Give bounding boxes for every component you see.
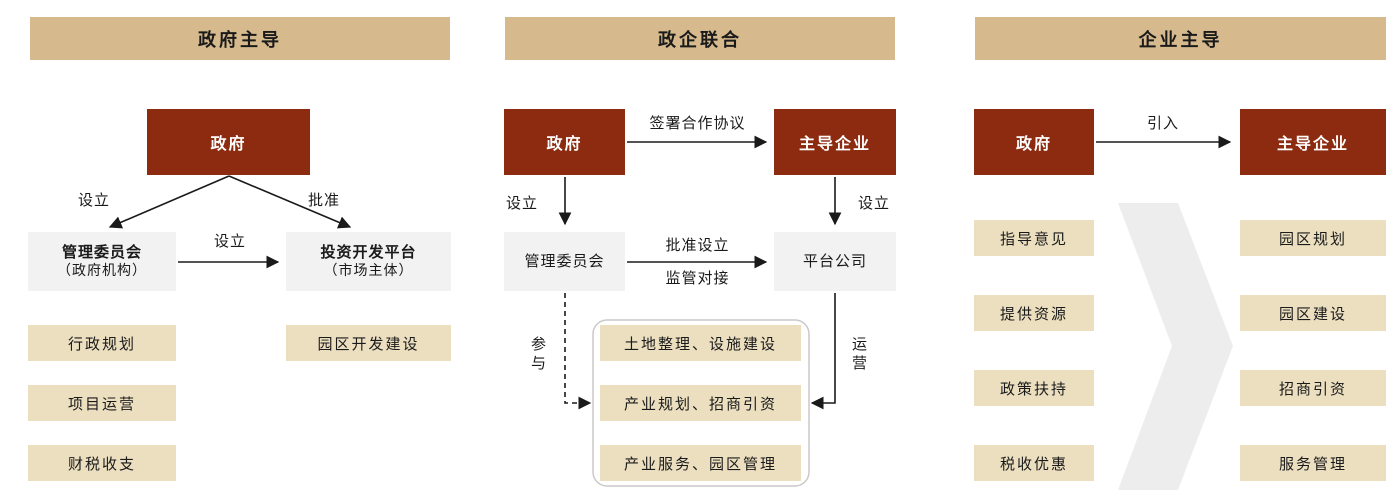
panel3-gov-item: 提供资源 bbox=[974, 295, 1094, 331]
panel2-committee-label: 管理委员会 bbox=[524, 252, 605, 271]
panel1-committee-item: 项目运营 bbox=[28, 385, 176, 421]
panel1-committee-subtitle: （政府机构） bbox=[57, 263, 147, 280]
arrow-p2-operate bbox=[810, 293, 836, 410]
panel3-gov-label: 政府 bbox=[1015, 134, 1052, 153]
panel2-supervise-label: 监管对接 bbox=[665, 269, 730, 287]
panel2-platform-label: 平台公司 bbox=[802, 252, 867, 271]
panel2-task-item: 土地整理、设施建设 bbox=[600, 325, 801, 361]
panel1-title: 政府主导 bbox=[198, 29, 282, 51]
panel1-approve-label: 批准 bbox=[307, 191, 340, 209]
panel2-agreement-label: 签署合作协议 bbox=[649, 114, 746, 132]
panel2-task-item: 产业服务、园区管理 bbox=[600, 445, 801, 481]
panel1-platform-title: 投资开发平台 bbox=[320, 242, 417, 261]
panel1-platform-subtitle: （市场主体） bbox=[323, 263, 414, 280]
panel3-header: 企业主导 bbox=[975, 17, 1386, 60]
panel1-establish-mid-label: 设立 bbox=[213, 232, 246, 250]
panel2-approve-label: 批准设立 bbox=[665, 236, 730, 254]
panel2-operate-label: 运营 bbox=[850, 336, 868, 374]
panel1-committee-title: 管理委员会 bbox=[61, 242, 142, 261]
panel2-gov-box: 政府 bbox=[504, 109, 625, 175]
panel3-enterprise-item: 招商引资 bbox=[1240, 370, 1386, 406]
panel2-enterprise-box: 主导企业 bbox=[774, 109, 896, 175]
panel1-header: 政府主导 bbox=[30, 17, 450, 60]
panel3-gov-box: 政府 bbox=[974, 109, 1094, 175]
panel2-enterprise-label: 主导企业 bbox=[798, 134, 871, 153]
panel3-title: 企业主导 bbox=[1138, 29, 1223, 51]
panel2-gov-label: 政府 bbox=[546, 134, 583, 153]
panel2-title: 政企联合 bbox=[658, 29, 742, 51]
panel3-enterprise-item: 服务管理 bbox=[1240, 445, 1386, 481]
panel1-gov-label: 政府 bbox=[210, 134, 247, 153]
panel3-enterprise-item: 园区建设 bbox=[1240, 295, 1386, 331]
panel1-establish-left-label: 设立 bbox=[77, 191, 110, 209]
arrow-p2-participate-dashed bbox=[564, 293, 592, 410]
panel1-platform-item: 园区开发建设 bbox=[286, 325, 451, 361]
panel1-committee-item: 行政规划 bbox=[28, 325, 176, 361]
panel1-committee-box: 管理委员会 （政府机构） bbox=[28, 232, 176, 291]
panel2-committee-box: 管理委员会 bbox=[504, 232, 625, 291]
panel3-gov-item: 指导意见 bbox=[974, 220, 1094, 256]
panel3-gov-item: 政策扶持 bbox=[974, 370, 1094, 406]
panel3-enterprise-box: 主导企业 bbox=[1240, 109, 1386, 175]
panel3-introduce-label: 引入 bbox=[1146, 114, 1179, 132]
panel1-gov-box: 政府 bbox=[147, 109, 310, 175]
panel2-participate-label: 参与 bbox=[529, 336, 547, 374]
panel1-committee-item: 财税收支 bbox=[28, 445, 176, 481]
panel3-enterprise-label: 主导企业 bbox=[1276, 134, 1349, 153]
panel2-task-item: 产业规划、招商引资 bbox=[600, 385, 801, 421]
panel3-gov-item: 税收优惠 bbox=[974, 445, 1094, 481]
arrow-p1-gov-to-committee bbox=[108, 175, 230, 229]
panel2-gov-establish-label: 设立 bbox=[505, 194, 538, 212]
panel1-platform-box: 投资开发平台 （市场主体） bbox=[286, 232, 451, 291]
panel2-header: 政企联合 bbox=[505, 17, 895, 60]
panel3-enterprise-item: 园区规划 bbox=[1240, 220, 1386, 256]
panel2-enterprise-establish-label: 设立 bbox=[857, 194, 890, 212]
panel2-platform-box: 平台公司 bbox=[774, 232, 896, 291]
big-right-chevron-arrow bbox=[1118, 203, 1233, 490]
